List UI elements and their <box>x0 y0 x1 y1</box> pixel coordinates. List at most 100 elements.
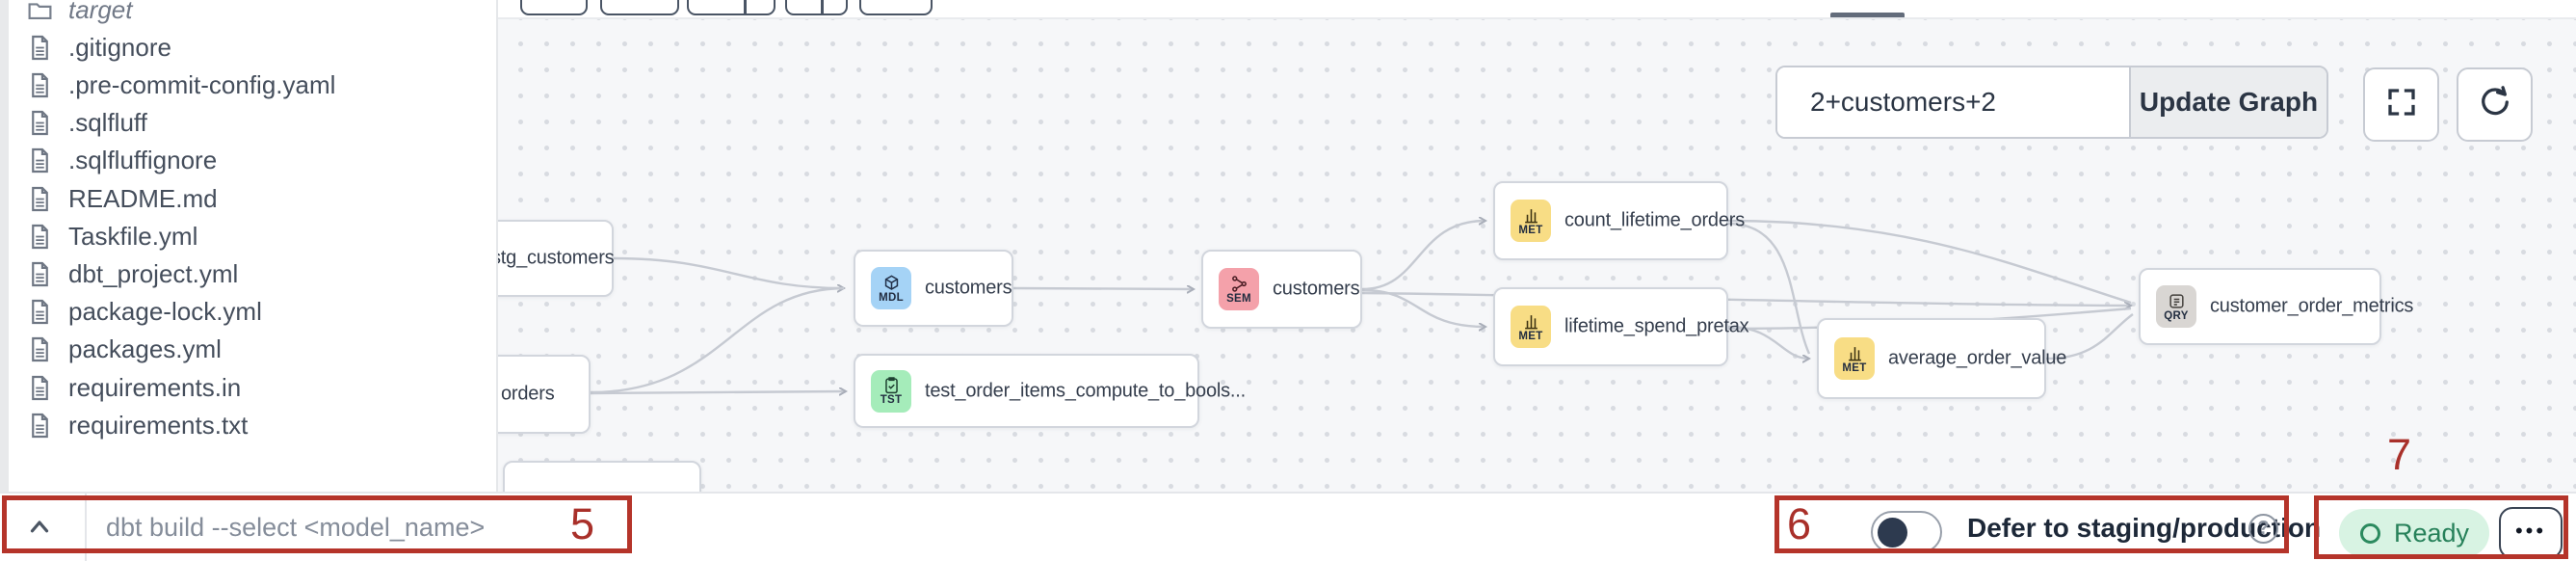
graph-node-customer-order-metrics[interactable]: QRY customer_order_metrics <box>2139 268 2413 345</box>
file-row--sqlfluffignore[interactable]: .sqlfluffignore <box>0 142 496 180</box>
file-row--sqlfluff[interactable]: .sqlfluff <box>0 104 496 143</box>
file-label: README.md <box>68 183 218 213</box>
overflow-menu-button[interactable]: ••• <box>2499 507 2563 559</box>
lineage-edges <box>590 19 2134 492</box>
file-label: requirements.in <box>68 372 242 402</box>
badge-code: QRY <box>2164 309 2189 322</box>
share-icon <box>1230 275 1249 293</box>
top-toolbar-button-1[interactable] <box>520 0 588 15</box>
update-graph-button[interactable]: Update Graph <box>2129 67 2326 137</box>
toggle-knob <box>1878 517 1907 548</box>
lineage-edge-3 <box>590 391 846 393</box>
file-icon <box>26 185 54 213</box>
file-row-readme-md[interactable]: README.md <box>0 179 496 218</box>
status-label: Ready <box>2394 518 2470 548</box>
share-badge: SEM <box>1219 268 1259 310</box>
defer-toggle[interactable] <box>1871 511 1942 553</box>
graph-node-customers-semantic[interactable]: SEM customers <box>1201 250 1362 329</box>
node-label: test_order_items_compute_to_bools... <box>925 380 1246 401</box>
top-toolbar-button-3[interactable] <box>687 0 775 15</box>
graph-node-stg_customers[interactable]: stg_customers <box>498 220 615 297</box>
collapse-panel-button[interactable] <box>21 512 58 545</box>
badge-code: MDL <box>879 291 904 304</box>
annotation-box-6 <box>1774 495 2289 553</box>
annotation-number-6: 6 <box>1787 499 1812 548</box>
lineage-edge-1 <box>613 256 844 288</box>
node-label: count_lifetime_orders <box>1564 209 1746 231</box>
refresh-button[interactable] <box>2457 67 2533 142</box>
file-label: packages.yml <box>68 334 222 364</box>
top-toolbar-button-2[interactable] <box>600 0 679 15</box>
file-label: Taskfile.yml <box>68 221 198 251</box>
fullscreen-icon <box>2384 85 2419 124</box>
top-toolbar-button-4[interactable] <box>785 0 848 15</box>
file-row--pre-commit-config-yaml[interactable]: .pre-commit-config.yaml <box>0 66 496 104</box>
terminal-badge: QRY <box>2156 285 2196 328</box>
badge-code: TST <box>880 394 903 406</box>
node-label: stg_customers <box>498 247 615 269</box>
file-row--gitignore[interactable]: .gitignore <box>0 28 496 67</box>
clipboard-check-icon <box>882 376 901 394</box>
lineage-edge-6 <box>1361 288 1485 327</box>
bar-chart-badge: MET <box>1511 200 1551 242</box>
file-icon <box>26 109 54 137</box>
help-icon[interactable]: ? <box>2248 514 2278 544</box>
dbt-command-input[interactable] <box>106 503 607 551</box>
file-row-target[interactable]: target <box>0 0 496 29</box>
top-toolbar-button-5[interactable] <box>859 0 933 15</box>
selector-input[interactable] <box>1777 67 2129 137</box>
file-icon <box>26 412 54 440</box>
badge-code: MET <box>1518 330 1543 342</box>
file-icon <box>26 298 54 326</box>
bar-chart-icon <box>1846 344 1864 362</box>
node-label: customers <box>1273 278 1360 300</box>
badge-code: SEM <box>1226 292 1251 305</box>
top-toolbar-strip <box>498 0 2576 19</box>
file-row-requirements-txt[interactable]: requirements.txt <box>0 406 496 444</box>
cube-icon <box>882 274 901 292</box>
lineage-edge-12 <box>2045 313 2134 361</box>
file-label: .sqlfluff <box>68 108 147 138</box>
file-label: requirements.txt <box>68 410 249 440</box>
file-label: package-lock.yml <box>68 297 262 327</box>
active-tab-indicator <box>1830 13 1905 17</box>
graph-node-test-order-items[interactable]: TST test_order_items_compute_to_bools... <box>854 354 1246 428</box>
file-row-dbt-project-yml[interactable]: dbt_project.yml <box>0 254 496 293</box>
graph-node-count-lifetime-orders[interactable]: MET count_lifetime_orders <box>1493 181 1745 260</box>
lineage-edge-7 <box>1361 291 2131 306</box>
file-icon <box>26 147 54 174</box>
lineage-edge-5 <box>1361 221 1485 291</box>
chevron-up-icon <box>25 520 54 545</box>
divider <box>744 0 747 13</box>
file-row-package-lock-yml[interactable]: package-lock.yml <box>0 293 496 332</box>
bar-chart-icon <box>1522 312 1540 331</box>
fullscreen-button[interactable] <box>2363 67 2439 142</box>
file-explorer-panel: target.gitignore.pre-commit-config.yaml.… <box>0 0 498 492</box>
bar-chart-badge: MET <box>1834 337 1875 380</box>
annotation-box-7 <box>2314 495 2568 559</box>
bar-chart-badge: MET <box>1511 306 1551 348</box>
graph-node-lifetime-spend-pretax[interactable]: MET lifetime_spend_pretax <box>1493 287 1749 366</box>
file-icon <box>26 34 54 62</box>
cube-badge: MDL <box>871 267 911 309</box>
file-icon <box>26 223 54 251</box>
lineage-edge-8 <box>1727 219 2132 305</box>
status-badge: Ready <box>2339 509 2489 557</box>
sidebar-scrollbar[interactable] <box>0 0 9 492</box>
graph-node-partial-node[interactable] <box>503 461 701 492</box>
file-row-packages-yml[interactable]: packages.yml <box>0 331 496 369</box>
node-label: customer_order_metrics <box>2210 295 2414 317</box>
file-row-requirements-in[interactable]: requirements.in <box>0 368 496 407</box>
graph-selector-group: Update Graph <box>1775 66 2328 139</box>
file-row-taskfile-yml[interactable]: Taskfile.yml <box>0 217 496 255</box>
file-label: .sqlfluffignore <box>68 146 218 175</box>
lineage-edge-2 <box>590 286 845 394</box>
status-circle-icon <box>2360 522 2380 544</box>
node-label: lifetime_spend_pretax <box>1564 315 1749 337</box>
file-icon <box>26 71 54 99</box>
folder-icon <box>26 0 54 24</box>
graph-node-orders[interactable]: orders <box>498 355 591 434</box>
